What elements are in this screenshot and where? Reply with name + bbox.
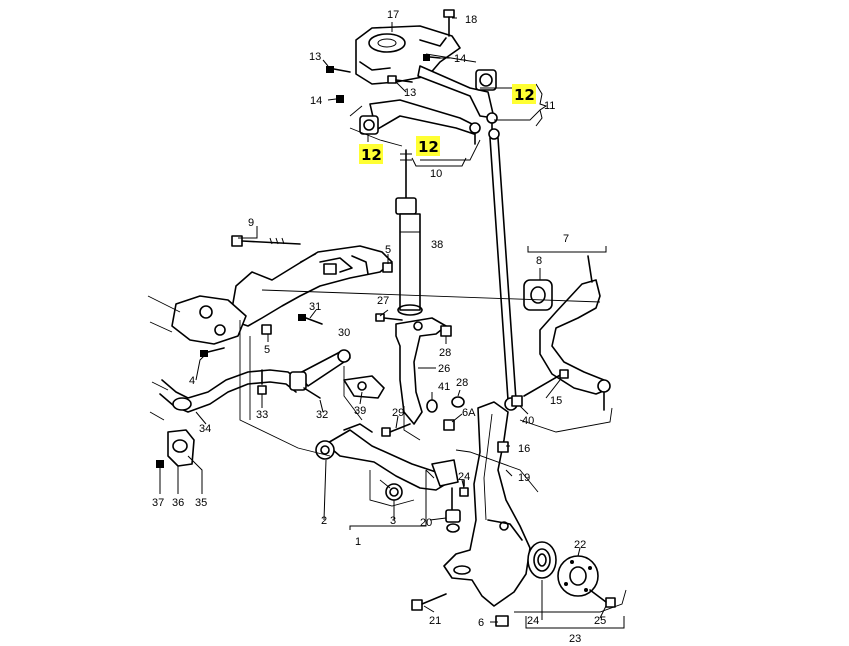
nut-40 xyxy=(511,395,523,407)
subframe xyxy=(229,245,393,327)
ball-joint-20 xyxy=(445,487,461,533)
highlight-12-left xyxy=(359,144,383,164)
label-13-lower: 13 xyxy=(404,87,416,99)
bushing-8 xyxy=(523,279,553,311)
label-1: 1 xyxy=(355,536,361,548)
reference-lines xyxy=(147,53,627,613)
label-4: 4 xyxy=(189,375,195,387)
track-control-arm-7 xyxy=(539,255,611,411)
label-3: 3 xyxy=(390,515,396,527)
bolt-15 xyxy=(523,369,569,397)
label-6: 6 xyxy=(478,617,484,629)
nut-6 xyxy=(495,615,509,627)
label-6a: 6A xyxy=(462,407,476,419)
nut-28-upper xyxy=(440,325,452,337)
wheel-hub-22 xyxy=(557,555,599,597)
bolt-4 xyxy=(200,347,225,357)
label-41: 41 xyxy=(438,381,450,393)
label-5-lower: 5 xyxy=(264,344,270,356)
nut-5-upper xyxy=(382,262,393,273)
lower-control-arm-1 xyxy=(315,423,459,501)
label-12-left: 12 xyxy=(361,146,382,164)
label-24-lower: 24 xyxy=(527,615,539,627)
steering-knuckle xyxy=(443,401,531,607)
stabilizer-link-19 xyxy=(488,128,518,411)
nut-6a xyxy=(443,419,455,431)
label-7: 7 xyxy=(563,233,569,245)
wheel-bearing-24 xyxy=(527,541,557,579)
label-10: 10 xyxy=(430,168,442,180)
upper-control-arm-11 xyxy=(417,65,498,137)
callout-labels: 17 18 13 14 14 13 12 11 12 12 10 9 38 5 … xyxy=(152,9,606,645)
label-27: 27 xyxy=(377,295,389,307)
bolt-9 xyxy=(231,235,301,247)
label-31: 31 xyxy=(309,301,321,313)
bracket-39 xyxy=(343,375,385,399)
hub-bolt-25 xyxy=(589,589,616,608)
bolt-31 xyxy=(298,314,323,325)
bolt-32 xyxy=(303,387,321,399)
label-24-upper: 24 xyxy=(458,471,470,483)
subframe-left-bracket xyxy=(171,295,247,345)
bolt-29 xyxy=(381,423,411,437)
nut-14-right xyxy=(423,54,441,61)
label-39: 39 xyxy=(354,405,366,417)
highlight-12-right xyxy=(512,84,536,104)
label-23: 23 xyxy=(569,633,581,645)
upper-mount-bracket xyxy=(355,25,461,85)
nut-28-lower xyxy=(451,396,465,408)
bolt-13-lower xyxy=(387,75,413,84)
label-18: 18 xyxy=(465,14,477,26)
label-14-left: 14 xyxy=(310,95,322,107)
label-35: 35 xyxy=(195,497,207,509)
highlight-12-middle xyxy=(416,136,440,156)
label-19: 19 xyxy=(518,472,530,484)
sensor-16 xyxy=(497,441,509,453)
label-16: 16 xyxy=(518,443,530,455)
shock-absorber-38 xyxy=(395,149,423,316)
stabilizer-bar-34 xyxy=(159,369,299,413)
bolt-18 xyxy=(443,9,455,37)
label-29: 29 xyxy=(392,407,404,419)
label-20: 20 xyxy=(420,517,432,529)
label-14-right: 14 xyxy=(454,53,466,65)
washer-41 xyxy=(426,399,438,413)
bolt-37 xyxy=(156,460,164,468)
label-13-upper: 13 xyxy=(309,51,321,63)
label-28-upper: 28 xyxy=(439,347,451,359)
label-33: 33 xyxy=(256,409,268,421)
label-36: 36 xyxy=(172,497,184,509)
label-8: 8 xyxy=(536,255,542,267)
nut-5-lower xyxy=(261,324,272,335)
label-28-lower: 28 xyxy=(456,377,468,389)
label-12-right: 12 xyxy=(514,86,535,104)
label-17: 17 xyxy=(387,9,399,21)
label-32: 32 xyxy=(316,409,328,421)
lower-link-30 xyxy=(289,349,351,391)
label-38: 38 xyxy=(431,239,443,251)
label-22: 22 xyxy=(574,539,586,551)
label-25: 25 xyxy=(594,615,606,627)
label-2: 2 xyxy=(321,515,327,527)
label-30: 30 xyxy=(338,327,350,339)
bolt-13-upper xyxy=(326,66,351,73)
label-9: 9 xyxy=(248,217,254,229)
label-40: 40 xyxy=(522,415,534,427)
bolt-21 xyxy=(411,593,447,611)
leader-lines xyxy=(159,17,625,629)
upper-control-arm-10 xyxy=(359,99,481,145)
label-11: 11 xyxy=(544,100,555,112)
label-37: 37 xyxy=(152,497,164,509)
bolt-27 xyxy=(375,313,403,322)
label-21: 21 xyxy=(429,615,441,627)
stabilizer-bushing-36 xyxy=(167,429,195,467)
label-34: 34 xyxy=(199,423,211,435)
label-5-upper: 5 xyxy=(385,244,391,256)
nut-14-left xyxy=(336,95,344,103)
label-26: 26 xyxy=(438,363,450,375)
label-15: 15 xyxy=(550,395,562,407)
label-12-middle: 12 xyxy=(418,138,439,156)
